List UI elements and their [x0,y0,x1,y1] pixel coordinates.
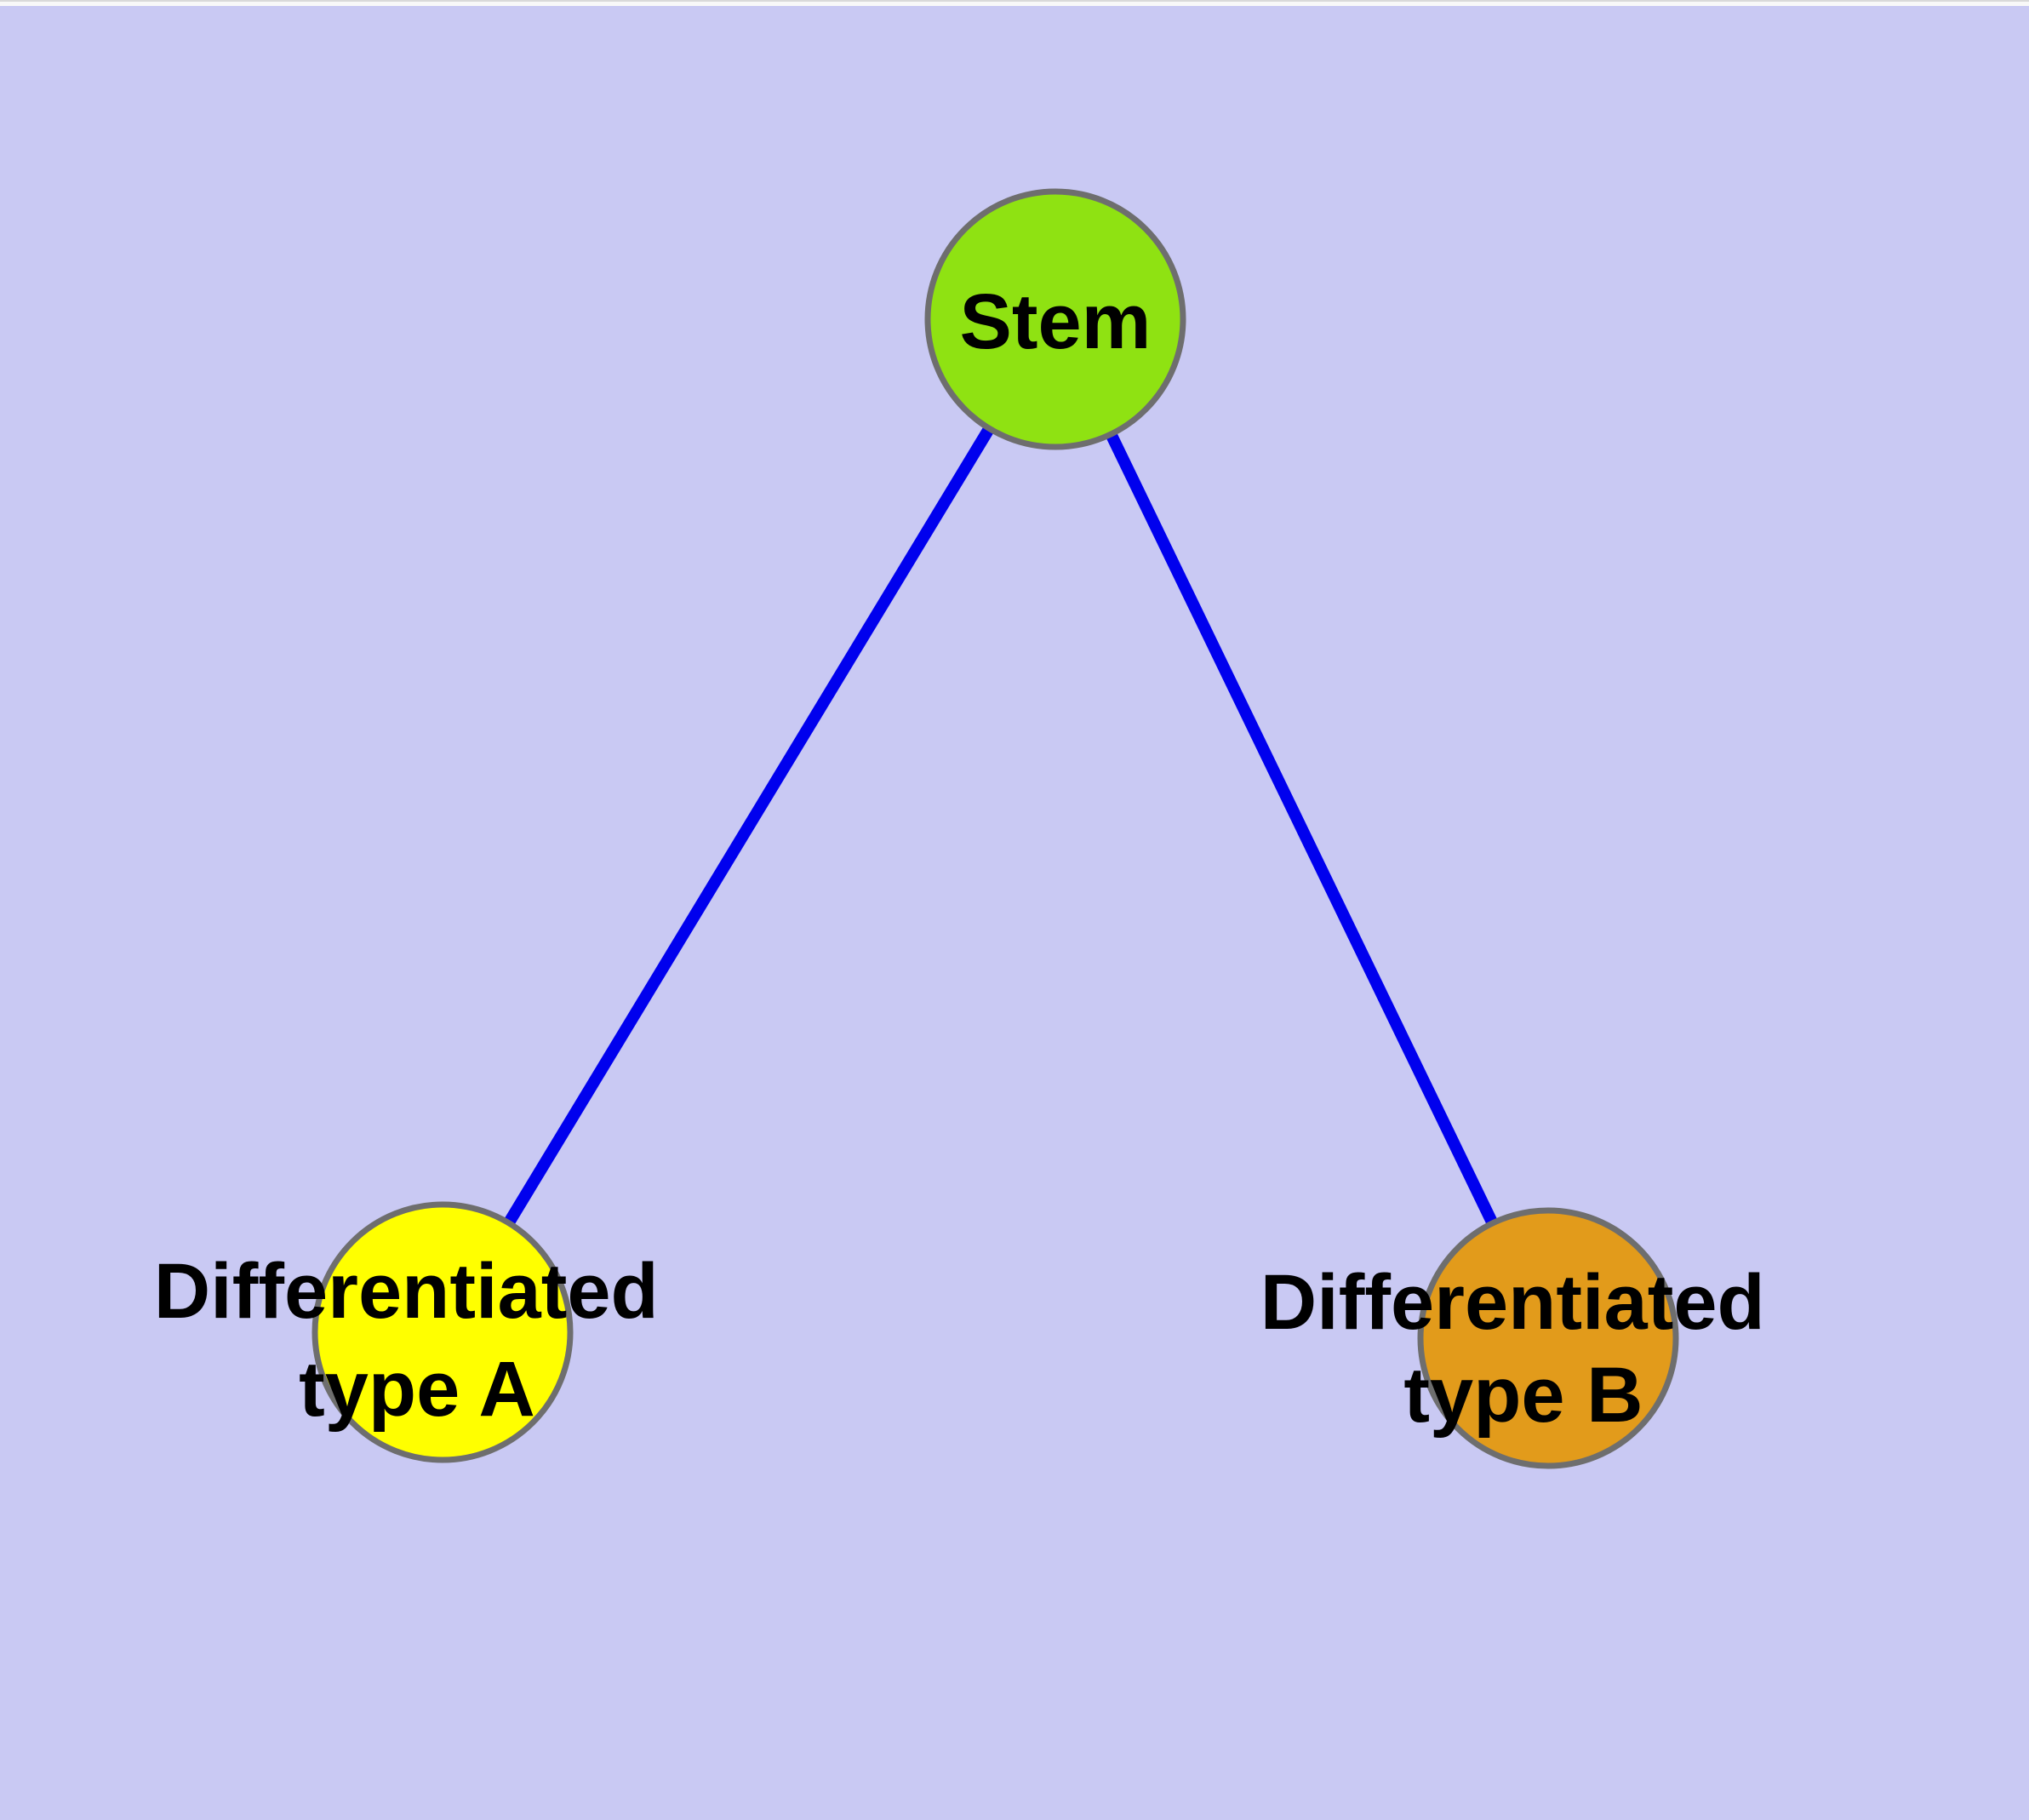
node-differentiated-type-a [311,1201,574,1463]
node-differentiated-type-b [1417,1207,1679,1469]
node-differentiated-type-b-label-line2: type B [1403,1352,1643,1439]
node-differentiated-type-b-label-line1: Differentiated [1260,1259,1765,1346]
top-strip-line [0,0,2029,2]
node-stem [924,188,1186,450]
node-differentiated-type-a-label: Differentiated type A [154,1248,681,1433]
node-differentiated-type-b-label: Differentiated type B [1260,1259,1787,1439]
node-differentiated-type-a-label-line1: Differentiated [154,1248,659,1335]
edge-stem-to-type-a [437,316,1060,1336]
node-differentiated-type-a-label-line2: type A [299,1346,535,1433]
top-strip [0,2,2029,6]
node-stem-label: Stem [960,278,1152,365]
edge-stem-to-type-b [1049,316,1554,1342]
